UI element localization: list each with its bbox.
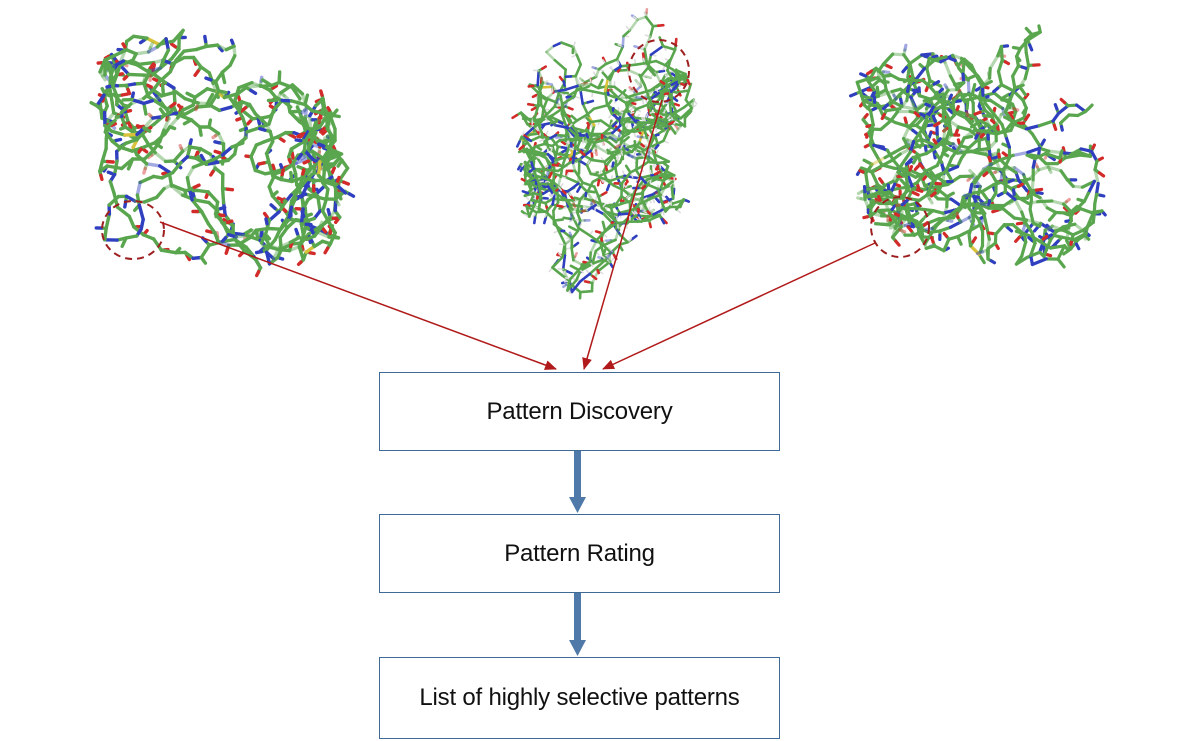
- pattern-discovery-box: Pattern Discovery: [379, 372, 780, 451]
- flow-arrow-discovery-to-rating: [569, 451, 586, 513]
- selective-patterns-list-box: List of highly selective patterns: [379, 657, 780, 739]
- motif-highlight-left: [101, 200, 165, 260]
- selective-patterns-list-label: List of highly selective patterns: [419, 684, 740, 711]
- motif-highlight-right: [870, 196, 930, 258]
- motif-arrow-right: [602, 242, 876, 370]
- pattern-rating-label: Pattern Rating: [504, 539, 655, 567]
- protein-structure-center: [511, 8, 698, 300]
- protein-structure-right: [848, 24, 1107, 269]
- pattern-rating-box: Pattern Rating: [379, 514, 780, 593]
- pattern-discovery-label: Pattern Discovery: [486, 397, 673, 425]
- flow-arrow-rating-to-list: [569, 593, 586, 656]
- motif-highlight-center: [628, 39, 690, 103]
- motif-arrow-center: [582, 99, 663, 370]
- motif-arrow-left: [159, 221, 557, 370]
- protein-structure-left: [89, 28, 356, 278]
